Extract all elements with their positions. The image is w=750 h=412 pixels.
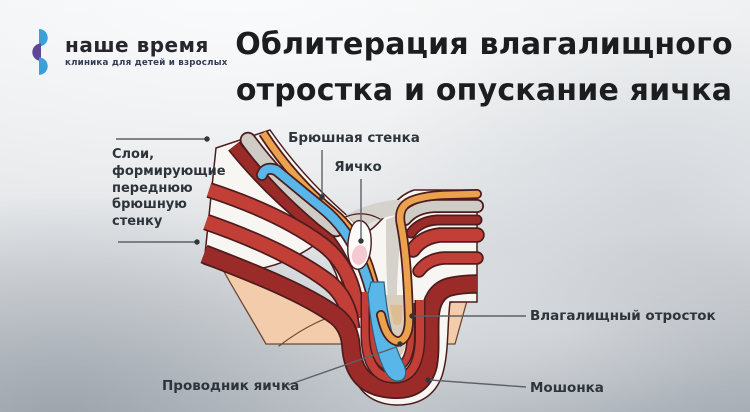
label-testicle: Яичко [334, 159, 382, 175]
page-title-line2: отростка и опускание яичка [235, 73, 733, 108]
logo-shape-middle [32, 43, 41, 61]
clinic-name: наше время [65, 33, 209, 57]
scrotum-pointer [429, 379, 527, 388]
label-abdominal-layers: Слои, формирующие переднюю брюшную стенк… [112, 147, 226, 230]
layers-pointer-top-dot [204, 136, 210, 142]
page-title: Облитерация влагалищного отростка и опус… [234, 22, 734, 114]
gubernaculum-dot [397, 341, 403, 347]
clinic-logo-icon [32, 29, 48, 75]
label-vaginal-process: Влагалищный отросток [530, 308, 716, 324]
gubernaculum-pointer [287, 345, 400, 386]
pointer-lines [116, 136, 527, 388]
label-abdominal-wall: Брюшная стенка [288, 130, 420, 146]
scrotum-dot [425, 377, 431, 383]
clinic-tagline: клиника для детей и взрослых [65, 58, 228, 68]
logo-shape-top [39, 29, 48, 47]
label-scrotum: Мошонка [530, 380, 604, 396]
clinic-logo-text: наше время клиника для детей и взрослых [65, 28, 228, 68]
testicle-blush [351, 245, 368, 265]
logo-shape-bottom [39, 57, 48, 75]
abdominal-wall-dot [319, 194, 325, 200]
hairpin-inner-fill [390, 305, 402, 326]
page-title-line1: Облитерация влагалищного [235, 27, 733, 62]
label-gubernaculum: Проводник яичка [162, 378, 300, 394]
clinic-logo: наше время клиника для детей и взрослых [26, 28, 228, 78]
notch-edge-line [342, 213, 381, 220]
testicle-dot [358, 238, 364, 244]
testicle-shape [347, 219, 372, 270]
peritoneum-hairpin [381, 194, 477, 341]
vaginal-process-dot [409, 313, 415, 319]
layers-pointer-bottom-dot [194, 239, 200, 245]
